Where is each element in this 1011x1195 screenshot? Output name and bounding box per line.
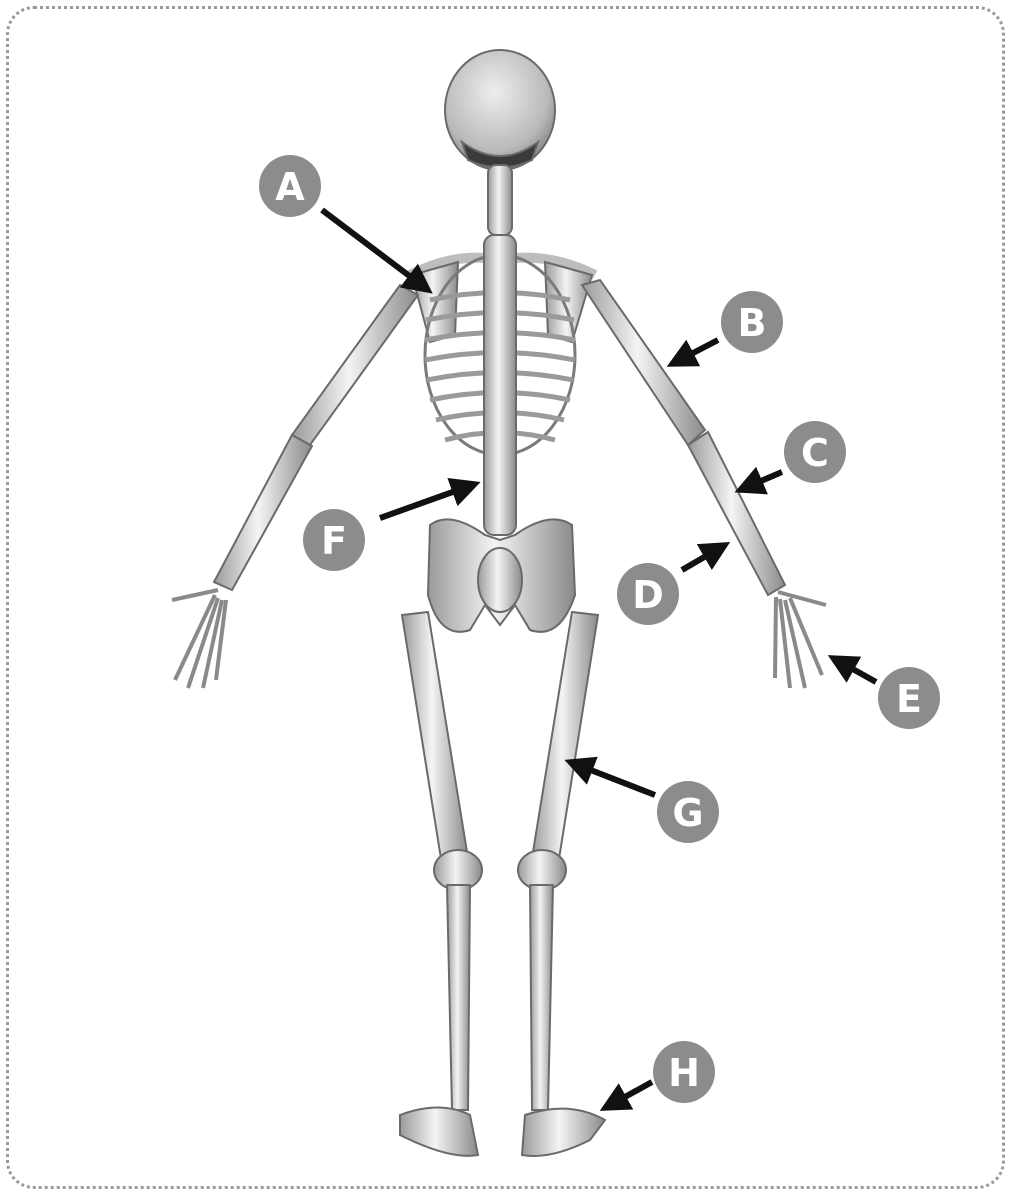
left-foot [400,1108,478,1156]
skull [445,50,555,170]
label-h-text: H [668,1051,700,1095]
arrow-f [380,484,475,518]
label-c-text: C [801,431,829,475]
label-b: B [721,291,783,353]
skeleton-illustration [172,50,826,1156]
label-d: D [617,563,679,625]
label-e-text: E [896,677,922,721]
sacrum [478,548,522,612]
left-humerus [292,285,418,445]
arrow-b [672,340,718,364]
label-g-text: G [672,791,703,835]
arrow-d [682,545,725,570]
label-f: F [303,509,365,571]
right-forearm [688,432,785,595]
label-c: C [784,421,846,483]
left-tibia [447,885,470,1110]
arrow-h [605,1082,652,1108]
label-g: G [657,781,719,843]
arrow-a [322,210,428,290]
pointer-arrows [322,210,876,1108]
label-h: H [653,1041,715,1103]
right-foot [522,1109,605,1156]
arrow-e [833,658,876,682]
left-hand [172,590,226,688]
spine [484,235,516,535]
right-humerus [582,280,705,445]
label-e: E [878,667,940,729]
left-forearm [214,435,312,590]
arrow-g [570,762,655,795]
label-d-text: D [632,573,664,617]
label-f-text: F [321,519,347,563]
right-hand [775,592,826,688]
arrow-c [740,472,782,490]
label-a: A [259,155,321,217]
cervical-spine [488,165,512,235]
right-tibia [530,885,553,1110]
right-femur [532,612,598,865]
label-a-text: A [275,165,305,209]
label-b-text: B [738,301,767,345]
left-femur [402,612,468,865]
